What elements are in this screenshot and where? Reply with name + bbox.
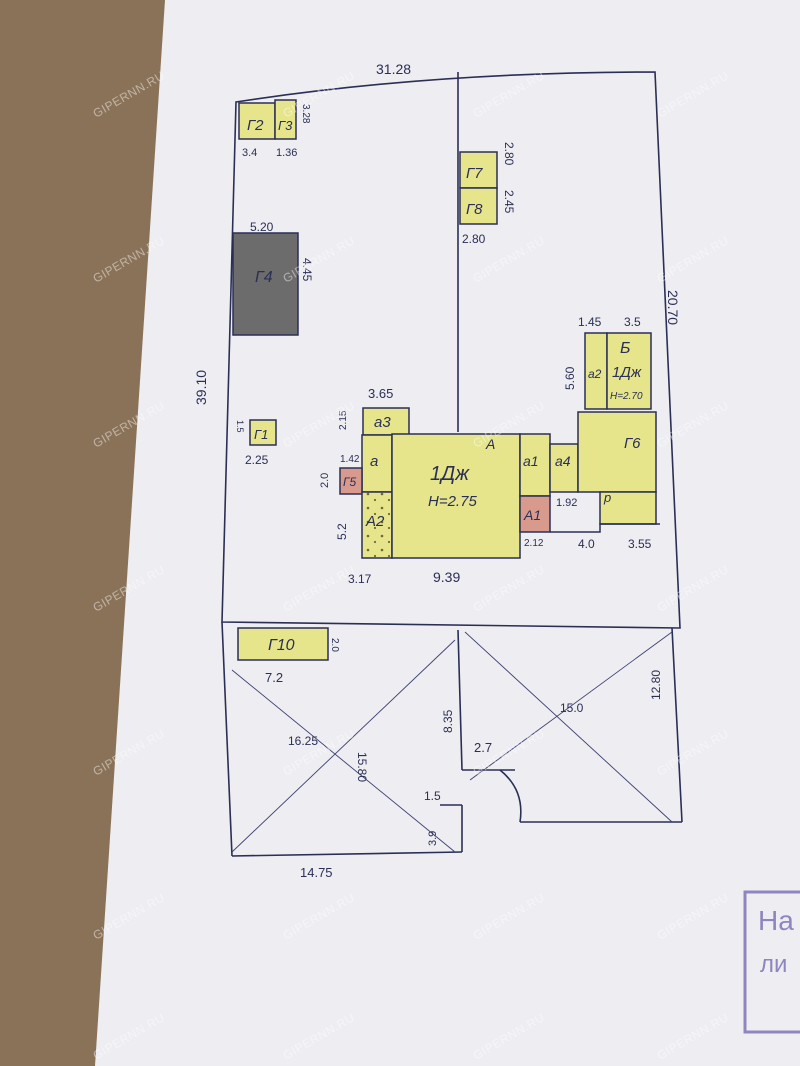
dim-g7g8-height: 2.80 (502, 142, 516, 166)
dim-b-width1: 1.45 (578, 315, 602, 329)
dim-g2-width: 3.4 (242, 147, 257, 159)
g6-label: Г6 (624, 435, 641, 452)
g8-label: Г8 (466, 201, 483, 218)
b-label: Б (620, 340, 630, 357)
g7-outbuilding (459, 151, 498, 189)
A1-label: А1 (523, 507, 541, 523)
g10-label: Г10 (268, 637, 295, 654)
dim-lower-left-b: 15.80 (355, 752, 369, 782)
a3-label: а3 (374, 414, 391, 431)
dim-b-height: 5.60 (563, 366, 577, 390)
b-house-height: Н=2.70 (610, 391, 643, 402)
lower-diagonals (231, 631, 673, 853)
dim-g3-height: 3.28 (300, 104, 311, 124)
dim-a1-width: 2.12 (524, 538, 544, 549)
dim-g1-height: 1.5 (235, 420, 245, 433)
g5-label: Г5 (343, 475, 357, 489)
dim-g1-width: 2.25 (245, 453, 269, 467)
g3-label: Г3 (278, 118, 293, 133)
dim-b-width2: 3.5 (624, 315, 641, 329)
dim-bottom-width: 14.75 (300, 865, 333, 880)
dim-g7g8-height2: 2.45 (502, 190, 516, 214)
g10-outbuilding (237, 627, 329, 661)
house-complex (339, 332, 660, 559)
stamp-line1: На (758, 905, 794, 936)
a4-label: а4 (555, 453, 571, 469)
dim-lower-right-b: 12.80 (649, 670, 663, 700)
a2-small-label: а2 (588, 367, 602, 381)
dim-a3-height: 2.15 (338, 410, 349, 430)
a1-small-label: а1 (523, 453, 539, 469)
dim-main-width: 9.39 (433, 569, 460, 585)
dim-top-total: 31.28 (376, 61, 411, 77)
g7-label: Г7 (466, 165, 483, 182)
lower-parcel (221, 621, 683, 857)
g4-label: Г4 (255, 269, 273, 286)
dim-lower-mid-a: 8.35 (441, 709, 455, 733)
stamp: На ли (743, 890, 800, 1034)
dim-lower-mid-c: 1.5 (424, 789, 441, 803)
dim-lower-left-a: 16.25 (288, 734, 318, 748)
main-house-height: Н=2.75 (428, 493, 477, 510)
dim-g7g8-width: 2.80 (462, 232, 486, 246)
dim-right-total: 20.70 (665, 290, 681, 325)
dim-g3-width: 1.36 (276, 147, 297, 159)
dim-g10-height: 2.0 (329, 638, 340, 652)
dim-lower-right-a: 15.0 (560, 701, 584, 715)
a2-label: А2 (365, 513, 385, 530)
dim-a4-width: 1.92 (556, 497, 577, 509)
dim-g6-width: 3.55 (628, 537, 652, 551)
building-labels: Г2 Г3 Г7 Г8 Г4 Г1 Г10 а3 а Г5 А2 А 1Дж Н… (247, 117, 643, 654)
a-label: а (370, 453, 378, 470)
stamp-line2: ли (760, 951, 787, 978)
dim-a2-height: 5.2 (335, 523, 349, 540)
main-house-name: 1Дж (430, 463, 470, 485)
g8-outbuilding (459, 187, 498, 225)
stamp-frame (743, 890, 800, 1034)
dim-g5-width: 1.42 (340, 454, 360, 465)
g4-outbuilding (232, 232, 299, 336)
dim-lower-mid-d: 3.9 (427, 831, 439, 846)
dim-left-total: 39.10 (193, 370, 209, 405)
dim-lower-mid-b: 2.7 (474, 740, 492, 755)
dim-g10-width: 7.2 (265, 670, 283, 685)
parcel-outline (221, 71, 681, 629)
g1-outbuilding (249, 419, 277, 446)
p-label: р (603, 490, 611, 505)
g3-outbuilding (274, 99, 297, 140)
dim-a4-side: 4.0 (578, 537, 595, 551)
dimension-labels: 31.28 39.10 20.70 3.4 1.36 3.28 5.20 4.4… (193, 61, 681, 880)
b-house-name: 1Дж (612, 364, 642, 381)
dim-a3-width: 3.65 (368, 386, 393, 401)
house-letter-a: А (485, 436, 495, 452)
dim-a2-width: 3.17 (348, 572, 372, 586)
dim-g5-height: 2.0 (319, 473, 331, 488)
g2-label: Г2 (247, 117, 264, 134)
g1-label: Г1 (254, 427, 268, 442)
dim-g4-height: 4.45 (300, 258, 314, 282)
dim-g4-width: 5.20 (250, 220, 274, 234)
